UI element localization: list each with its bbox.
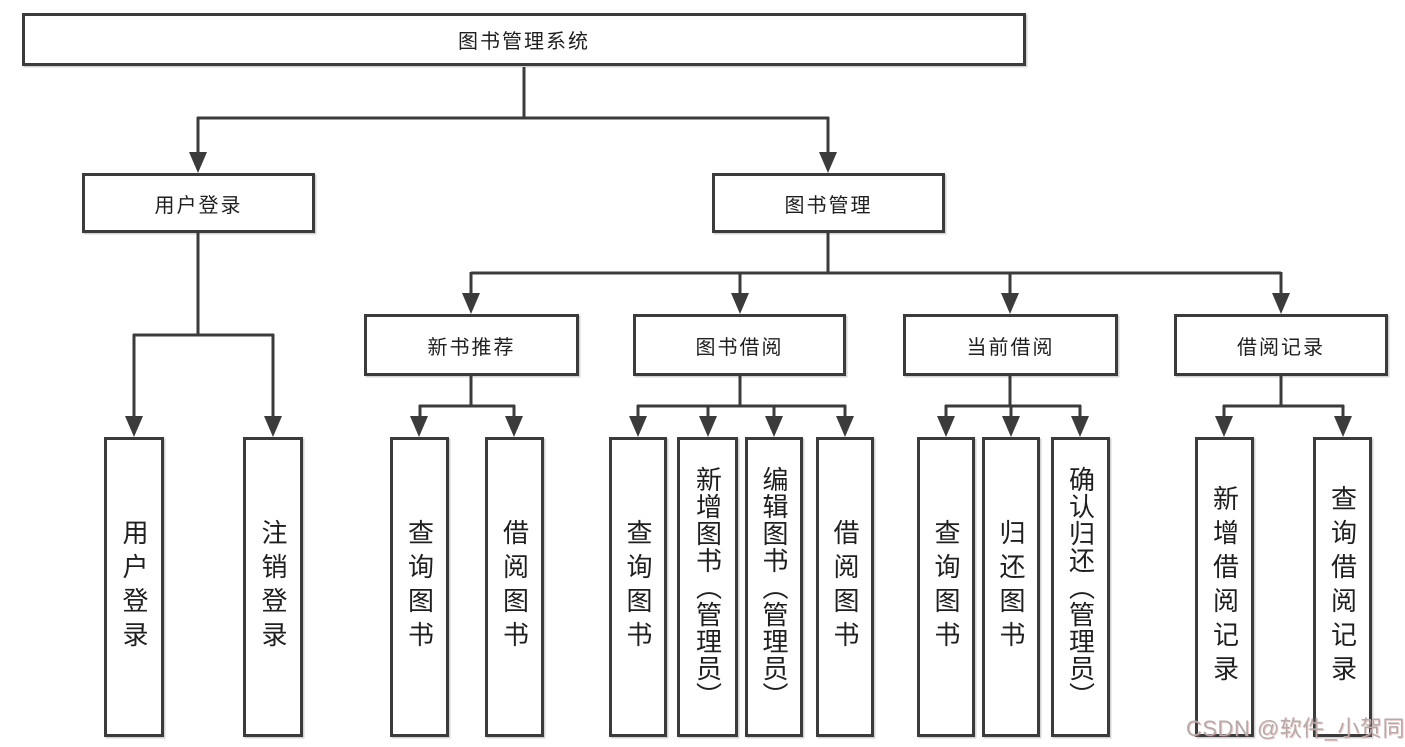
arrowhead-down-icon: [731, 293, 749, 314]
leaf-borrow-books-recommend: 借阅图书: [485, 437, 544, 737]
node-label: 查询图书: [404, 519, 435, 655]
node-label: 确认归还（管理员）: [1065, 465, 1096, 709]
leaf-borrow-books: 借阅图书: [816, 437, 874, 737]
arrowhead-down-icon: [836, 416, 854, 437]
node-book-borrow: 图书借阅: [633, 314, 846, 376]
arrowhead-down-icon: [264, 416, 282, 437]
node-user-login: 用户登录: [82, 173, 315, 233]
node-book-management: 图书管理: [712, 173, 945, 233]
arrowhead-down-icon: [189, 152, 207, 173]
leaf-user-login: 用户登录: [104, 437, 164, 737]
leaf-add-borrow-record: 新增借阅记录: [1195, 437, 1254, 737]
node-label: 用户登录: [154, 194, 243, 217]
node-current-borrow: 当前借阅: [903, 314, 1118, 376]
leaf-query-borrow-record: 查询借阅记录: [1313, 437, 1372, 737]
leaf-add-books-admin: 新增图书（管理员）: [677, 437, 738, 737]
node-root-library-system: 图书管理系统: [22, 13, 1026, 66]
leaf-confirm-return-admin: 确认归还（管理员）: [1051, 437, 1110, 737]
leaf-edit-books-admin: 编辑图书（管理员）: [745, 437, 803, 737]
arrowhead-down-icon: [1002, 416, 1020, 437]
leaf-query-books-current: 查询图书: [917, 437, 975, 737]
node-label: 查询借阅记录: [1327, 485, 1358, 689]
csdn-watermark: CSDN @软件_小贺同学: [1186, 716, 1405, 741]
leaf-logout: 注销登录: [243, 437, 303, 737]
arrowhead-down-icon: [819, 152, 837, 173]
node-label: 新书推荐: [427, 336, 516, 359]
arrowhead-down-icon: [1334, 416, 1352, 437]
arrowhead-down-icon: [1071, 416, 1089, 437]
node-label: 图书管理系统: [458, 31, 590, 53]
node-label: 查询图书: [623, 519, 653, 655]
arrowhead-down-icon: [125, 416, 143, 437]
node-label: 新增图书（管理员）: [692, 465, 723, 709]
arrowhead-down-icon: [629, 416, 647, 437]
arrowhead-down-icon: [505, 416, 523, 437]
node-label: 当前借阅: [966, 336, 1055, 359]
leaf-query-books-borrow: 查询图书: [609, 437, 667, 737]
arrowhead-down-icon: [410, 416, 428, 437]
leaf-query-books-recommend: 查询图书: [390, 437, 449, 737]
node-label: 新增借阅记录: [1209, 485, 1240, 689]
arrowhead-down-icon: [699, 416, 717, 437]
node-label: 借阅图书: [499, 519, 530, 655]
node-borrow-records: 借阅记录: [1174, 314, 1388, 376]
node-label: 借阅图书: [830, 519, 860, 655]
arrowhead-down-icon: [937, 416, 955, 437]
node-new-book-recommend: 新书推荐: [364, 314, 579, 376]
node-label: 图书管理: [784, 194, 873, 217]
node-label: 注销登录: [258, 519, 288, 655]
arrowhead-down-icon: [1215, 416, 1233, 437]
tree-edge-lines: [132, 67, 1345, 420]
leaf-return-books: 归还图书: [982, 437, 1040, 737]
arrowhead-down-icon: [1272, 293, 1290, 314]
node-label: 用户登录: [119, 519, 149, 655]
node-label: 查询图书: [931, 519, 961, 655]
node-label: 归还图书: [996, 519, 1026, 655]
node-label: 借阅记录: [1237, 336, 1325, 359]
arrowhead-down-icon: [1001, 293, 1019, 314]
arrowhead-down-icon: [462, 293, 480, 314]
arrowhead-down-icon: [765, 416, 783, 437]
node-label: 编辑图书（管理员）: [759, 465, 789, 709]
node-label: 图书借阅: [695, 336, 784, 359]
